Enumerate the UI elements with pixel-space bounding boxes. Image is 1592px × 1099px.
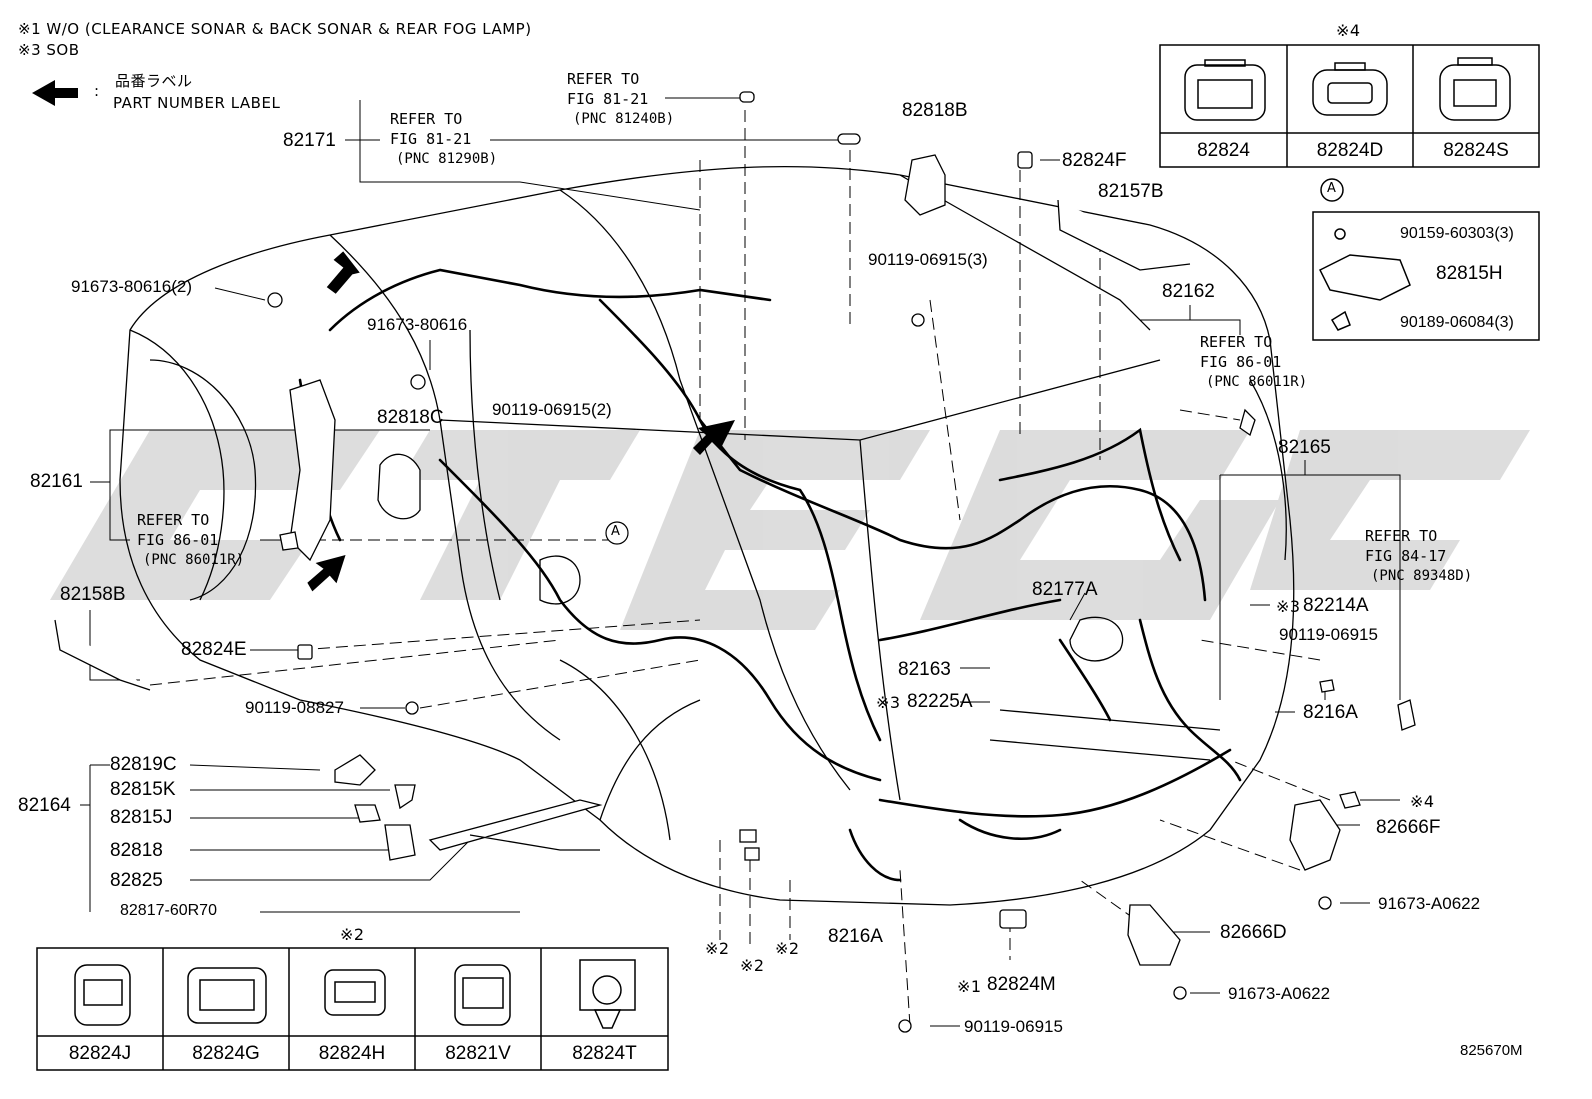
refer-fig: FIG 81-21 (390, 130, 472, 148)
part-82666f[interactable]: 82666F (1376, 817, 1441, 838)
label-en: PART NUMBER LABEL (113, 94, 281, 112)
part-8216a-bottom[interactable]: 8216A (828, 926, 883, 947)
harness-wires (298, 268, 1242, 882)
mark-2-a: ※2 (705, 939, 730, 958)
part-82825[interactable]: 82825 (110, 870, 163, 891)
circle-a-label: A (611, 524, 621, 539)
label-arrows (32, 80, 735, 592)
refer-fig: FIG 81-21 (567, 90, 649, 108)
colon: : (94, 82, 100, 100)
part-82818[interactable]: 82818 (110, 840, 163, 861)
box-cell-82824s[interactable]: 82824S (1443, 140, 1509, 161)
refer-fig: FIG 86-01 (1200, 353, 1282, 371)
part-82824m[interactable]: 82824M (987, 974, 1056, 995)
box-top-right-frame (1159, 44, 1540, 168)
refer-line: REFER TO (390, 110, 463, 128)
mark-3-a: ※3 (1276, 597, 1301, 616)
part-90119-08827[interactable]: 90119-08827 (245, 698, 344, 717)
part-82164[interactable]: 82164 (18, 795, 71, 816)
box-bottom-left-header: ※2 (340, 925, 365, 944)
part-91673-a0622-a[interactable]: 91673-A0622 (1378, 894, 1481, 913)
vehicle-body-outline (119, 165, 1295, 906)
part-82817-60r70[interactable]: 82817-60R70 (120, 902, 217, 919)
note-3: ※3 SOB (18, 41, 80, 59)
part-82819c[interactable]: 82819C (110, 754, 177, 775)
part-82214a[interactable]: 82214A (1303, 595, 1369, 616)
part-91673-a0622-b[interactable]: 91673-A0622 (1228, 984, 1331, 1003)
note-1: ※1 W/O (CLEARANCE SONAR & BACK SONAR & R… (18, 20, 532, 38)
refer-pnc: (PNC 86011R) (143, 552, 245, 568)
part-82818b[interactable]: 82818B (902, 100, 968, 121)
part-82818c[interactable]: 82818C (377, 407, 444, 428)
part-82225a[interactable]: 82225A (907, 691, 973, 712)
part-90119-06915-a[interactable]: 90119-06915 (1279, 625, 1378, 644)
refer-fig: FIG 86-01 (137, 531, 219, 549)
box-cell-82824t[interactable]: 82824T (572, 1043, 637, 1064)
refer-block-81290b: REFER TO FIG 81-21 (PNC 81290B) (390, 109, 497, 169)
part-82157b[interactable]: 82157B (1098, 181, 1164, 202)
refer-fig: FIG 84-17 (1365, 547, 1447, 565)
box-cell-82821v[interactable]: 82821V (445, 1043, 511, 1064)
part-82158b[interactable]: 82158B (60, 584, 126, 605)
part-82161[interactable]: 82161 (30, 471, 83, 492)
part-90119-06915-2[interactable]: 90119-06915(2) (492, 400, 612, 419)
legend-arrow-icon (32, 80, 78, 106)
mark-2-c: ※2 (740, 956, 765, 975)
part-82815j[interactable]: 82815J (110, 807, 173, 828)
refer-pnc: (PNC 81290B) (396, 151, 498, 167)
box-a-circle-label: A (1327, 181, 1337, 196)
mark-2-b: ※2 (775, 939, 800, 958)
label-jp: 品番ラベル (115, 72, 193, 90)
part-82171[interactable]: 82171 (283, 130, 336, 151)
box-cell-82824g[interactable]: 82824G (192, 1043, 260, 1064)
box-a-frame (1312, 178, 1540, 341)
part-91673-80616-2[interactable]: 91673-80616(2) (71, 277, 192, 296)
refer-pnc: (PNC 86011R) (1206, 374, 1308, 390)
part-sketches (54, 91, 1416, 1033)
refer-pnc: (PNC 81240B) (573, 111, 675, 127)
refer-line: REFER TO (1200, 333, 1273, 351)
box-cell-82824h[interactable]: 82824H (318, 1043, 386, 1064)
refer-pnc: (PNC 89348D) (1371, 568, 1473, 584)
part-82177a[interactable]: 82177A (1032, 579, 1098, 600)
dashed-guides (149, 110, 1331, 1027)
box-a-item-90159-60303[interactable]: 90159-60303(3) (1400, 225, 1514, 242)
refer-block-81240b: REFER TO FIG 81-21 (PNC 81240B) (567, 69, 674, 129)
box-cell-82824[interactable]: 82824 (1197, 140, 1250, 161)
part-90119-06915-b[interactable]: 90119-06915 (964, 1017, 1063, 1036)
box-top-right-header: ※4 (1336, 21, 1361, 40)
part-82165[interactable]: 82165 (1278, 437, 1331, 458)
mark-3-b: ※3 (876, 693, 901, 712)
refer-block-86011r-right: REFER TO FIG 86-01 (PNC 86011R) (1200, 332, 1307, 392)
box-cell-82824d[interactable]: 82824D (1316, 140, 1384, 161)
part-82815k[interactable]: 82815K (110, 779, 176, 800)
refer-line: REFER TO (1365, 527, 1438, 545)
part-8216a-right[interactable]: 8216A (1303, 702, 1358, 723)
refer-block-86011r-left: REFER TO FIG 86-01 (PNC 86011R) (137, 510, 244, 570)
leader-lines (80, 97, 1401, 1027)
diagram-code: 825670M (1460, 1042, 1523, 1059)
part-90119-06915-3[interactable]: 90119-06915(3) (868, 250, 988, 269)
refer-line: REFER TO (567, 70, 640, 88)
part-82162[interactable]: 82162 (1162, 281, 1215, 302)
refer-block-89348d: REFER TO FIG 84-17 (PNC 89348D) (1365, 526, 1472, 586)
part-91673-80616[interactable]: 91673-80616 (367, 315, 468, 334)
box-cell-82824j[interactable]: 82824J (68, 1043, 132, 1064)
mark-1: ※1 (957, 977, 982, 996)
mark-4: ※4 (1410, 792, 1435, 811)
part-82163[interactable]: 82163 (898, 659, 951, 680)
refer-line: REFER TO (137, 511, 210, 529)
box-a-item-82815h[interactable]: 82815H (1436, 263, 1503, 284)
part-82666d[interactable]: 82666D (1220, 922, 1287, 943)
part-82824e[interactable]: 82824E (181, 639, 247, 660)
circle-a-marker (605, 521, 629, 545)
part-82824f[interactable]: 82824F (1062, 150, 1127, 171)
box-bottom-left-frame (36, 947, 669, 1071)
box-a-item-90189-06084[interactable]: 90189-06084(3) (1400, 314, 1514, 331)
